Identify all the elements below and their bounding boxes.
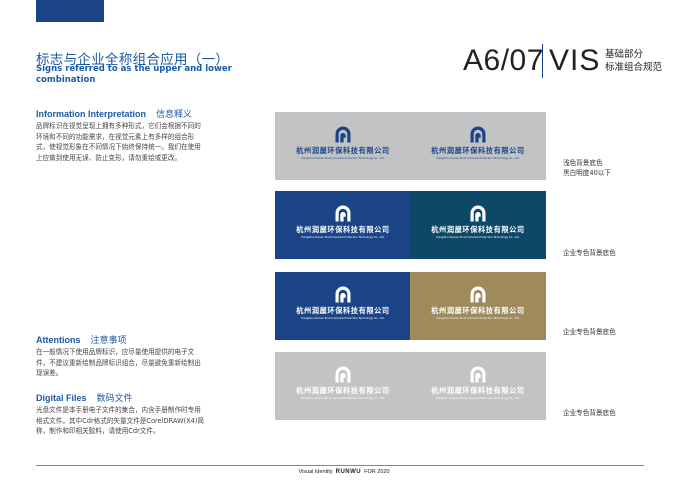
company-name-en: Hangzhou Runwu Environmental Protection … — [436, 317, 520, 320]
company-name: 杭州润屋环保科技有限公司 — [296, 386, 390, 395]
company-name: 杭州润屋环保科技有限公司 — [296, 225, 390, 234]
attentions-heading-cn: 注意事项 — [90, 336, 127, 346]
company-name: 杭州润屋环保科技有限公司 — [296, 146, 390, 155]
company-name: 杭州润屋环保科技有限公司 — [431, 225, 525, 234]
info-heading-cn: 信息释义 — [156, 110, 193, 120]
category-line-1: 基础部分 — [605, 49, 644, 60]
company-name-en: Hangzhou Runwu Environmental Protection … — [301, 317, 385, 320]
category-label: 基础部分 标准组合规范 — [605, 48, 662, 74]
runwu-mark-icon — [470, 366, 486, 383]
panel-light-gray-wide: 杭州润屋环保科技有限公司 Hangzhou Runwu Environmenta… — [275, 112, 546, 180]
vis-label: VIS — [549, 44, 601, 77]
files-heading-cn: 数码文件 — [96, 394, 133, 404]
logo-lockup: 杭州润屋环保科技有限公司 Hangzhou Runwu Environmenta… — [275, 126, 411, 160]
company-name-en: Hangzhou Runwu Environmental Protection … — [436, 236, 520, 239]
company-name-en: Hangzhou Runwu Environmental Protection … — [301, 236, 385, 239]
code-divider — [542, 44, 543, 78]
page-code: A6/07 — [463, 44, 544, 77]
company-name: 杭州润屋环保科技有限公司 — [431, 146, 525, 155]
note-row-1-line-2: 黑白明度40以下 — [563, 169, 611, 177]
note-row-1: 浅色背景底色 黑白明度40以下 — [563, 158, 611, 178]
logo-lockup: 杭州润屋环保科技有限公司 Hangzhou Runwu Environmenta… — [410, 366, 546, 400]
logo-lockup: 杭州润屋环保科技有限公司 Hangzhou Runwu Environmenta… — [410, 126, 546, 160]
attentions-heading: Attentions 注意事项 — [36, 333, 127, 346]
logo-lockup: 杭州润屋环保科技有限公司 Hangzhou Runwu Environmenta… — [410, 286, 546, 320]
logo-lockup: 杭州润屋环保科技有限公司 Hangzhou Runwu Environmenta… — [275, 366, 411, 400]
panel-gray: 杭州润屋环保科技有限公司 Hangzhou Runwu Environmenta… — [275, 352, 411, 420]
runwu-mark-icon — [335, 286, 351, 303]
page-title: 标志与企业全称组合应用（一） — [36, 52, 230, 68]
runwu-mark-icon — [335, 126, 351, 143]
footer-left: Visual Identity — [298, 469, 333, 475]
footer-divider — [36, 465, 644, 466]
panel-navy: 杭州润屋环保科技有限公司 Hangzhou Runwu Environmenta… — [275, 272, 411, 340]
company-name-en: Hangzhou Runwu Environmental Protection … — [301, 397, 385, 400]
company-name: 杭州润屋环保科技有限公司 — [431, 386, 525, 395]
page-title-en: Signs referred to as the upper and lower… — [36, 64, 232, 85]
files-heading: Digital Files 数码文件 — [36, 391, 133, 404]
category-line-2: 标准组合规范 — [605, 62, 663, 73]
logo-lockup: 杭州润屋环保科技有限公司 Hangzhou Runwu Environmenta… — [275, 286, 411, 320]
company-name-en: Hangzhou Runwu Environmental Protection … — [436, 157, 520, 160]
panel-gray: 杭州润屋环保科技有限公司 Hangzhou Runwu Environmenta… — [410, 352, 546, 420]
logo-lockup: 杭州润屋环保科技有限公司 Hangzhou Runwu Environmenta… — [275, 205, 411, 239]
panel-navy: 杭州润屋环保科技有限公司 Hangzhou Runwu Environmenta… — [275, 191, 411, 259]
info-body: 品牌标识在视觉呈现上拥有多种形式，它们会根据不同的环境和不同的功能需求，在视觉元… — [36, 122, 201, 162]
company-name: 杭州润屋环保科技有限公司 — [296, 306, 390, 315]
company-name-en: Hangzhou Runwu Environmental Protection … — [301, 157, 385, 160]
runwu-mark-icon — [470, 126, 486, 143]
files-heading-en: Digital Files — [36, 393, 87, 403]
note-row-1-line-1: 浅色背景底色 — [563, 159, 603, 167]
runwu-mark-icon — [470, 205, 486, 222]
panel-gold: 杭州润屋环保科技有限公司 Hangzhou Runwu Environmenta… — [410, 272, 546, 340]
top-accent-bar — [36, 0, 104, 22]
note-row-4: 企业专色背景底色 — [563, 409, 616, 417]
panel-teal: 杭州润屋环保科技有限公司 Hangzhou Runwu Environmenta… — [410, 191, 546, 259]
attentions-body: 在一般情况下使用品牌标识，应尽量使用提供的电子文件，不建议重新绘制品牌标识组合，… — [36, 348, 201, 378]
runwu-mark-icon — [470, 286, 486, 303]
attentions-heading-en: Attentions — [36, 335, 81, 345]
note-row-2: 企业专色背景底色 — [563, 249, 616, 257]
files-body: 光盘文件是本手册电子文件的集合，内含手册制作时专用格式文件。其中Cdr格式的矢量… — [36, 406, 205, 436]
info-heading-en: Information Interpretation — [36, 109, 146, 119]
company-name: 杭州润屋环保科技有限公司 — [431, 306, 525, 315]
company-name-en: Hangzhou Runwu Environmental Protection … — [436, 397, 520, 400]
note-row-3: 企业专色背景底色 — [563, 328, 616, 336]
logo-lockup: 杭州润屋环保科技有限公司 Hangzhou Runwu Environmenta… — [410, 205, 546, 239]
runwu-mark-icon — [335, 205, 351, 222]
runwu-mark-icon — [335, 366, 351, 383]
footer-brand: RUNWU — [335, 469, 362, 475]
footer-right: FOR 2020 — [364, 469, 390, 475]
info-heading: Information Interpretation 信息释义 — [36, 107, 192, 120]
